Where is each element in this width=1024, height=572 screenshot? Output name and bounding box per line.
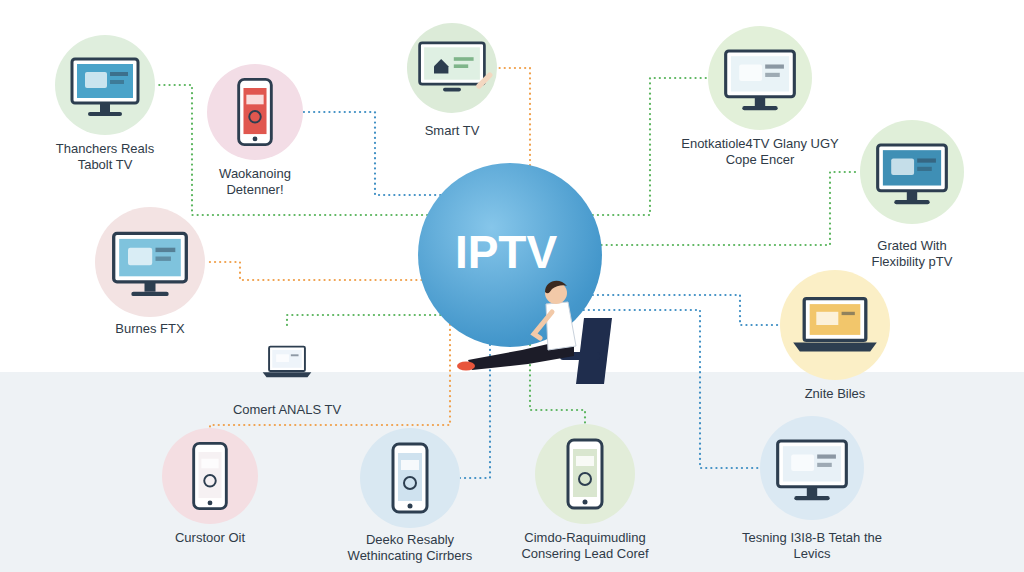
device-badge: [55, 35, 155, 135]
device-node: Waokanoing Detenner!: [205, 64, 305, 197]
device-node: Enotkatiole4TV Glany UGY Cope Encer: [670, 26, 850, 167]
device-icon: [708, 26, 812, 130]
floor-band: [0, 372, 1024, 572]
dotted-connector: [210, 325, 450, 428]
device-label: Smart TV: [402, 123, 502, 139]
device-node: Deeko Resably Wethincating Cirrbers: [335, 428, 485, 563]
device-badge: [360, 428, 460, 528]
device-icon: [535, 424, 635, 524]
dotted-connector: [287, 315, 440, 330]
hub-circle: IPTV: [418, 163, 602, 347]
device-label: Waokanoing Detenner!: [205, 166, 305, 197]
device-icon: [760, 416, 864, 520]
dotted-connector: [602, 172, 861, 245]
device-label: Cimdo-Raquimudling Consering Lead Coref: [510, 530, 660, 561]
device-label: Comert ANALS TV: [217, 402, 357, 418]
hub-title: IPTV: [455, 229, 557, 275]
device-badge: [860, 120, 964, 224]
device-badge: [162, 428, 258, 524]
device-icon: [95, 207, 205, 317]
device-label: Burnes FTX: [95, 321, 205, 337]
device-node: Znite Biles: [780, 270, 890, 402]
device-badge: [780, 270, 890, 380]
device-icon: [860, 120, 964, 224]
device-node: Curstoor Oit: [150, 428, 270, 546]
device-label: Tesning I3I8-B Tetah the Levics: [742, 530, 882, 561]
device-label: Znite Biles: [780, 386, 890, 402]
device-icon: [255, 330, 319, 394]
device-label: Grated With Flexibility pTV: [850, 238, 975, 269]
device-label: Enotkatiole4TV Glany UGY Cope Encer: [670, 136, 850, 167]
device-node: Cimdo-Raquimudling Consering Lead Coref: [510, 424, 660, 561]
device-icon: [207, 64, 303, 160]
device-icon: [162, 428, 258, 524]
device-node: Smart TV: [402, 23, 502, 139]
dotted-connector: [497, 68, 530, 165]
device-label: Curstoor Oit: [150, 530, 270, 546]
dotted-connector: [303, 112, 440, 195]
device-node: Grated With Flexibility pTV: [850, 120, 975, 269]
device-label: Thanchers Reals Tabolt TV: [45, 141, 165, 172]
device-icon: [780, 270, 890, 380]
device-badge: [95, 207, 205, 317]
device-icon: [55, 35, 155, 135]
device-icon: [407, 23, 497, 113]
device-badge: [760, 416, 864, 520]
device-node: Comert ANALS TV: [217, 330, 357, 418]
device-node: Thanchers Reals Tabolt TV: [45, 35, 165, 172]
dotted-connector: [205, 262, 422, 280]
device-badge: [255, 330, 319, 394]
device-node: Burnes FTX: [95, 207, 205, 337]
device-badge: [708, 26, 812, 130]
device-node: Tesning I3I8-B Tetah the Levics: [742, 416, 882, 561]
device-badge: [535, 424, 635, 524]
device-badge: [407, 23, 497, 113]
device-badge: [207, 64, 303, 160]
device-label: Deeko Resably Wethincating Cirrbers: [335, 532, 485, 563]
device-icon: [360, 428, 460, 528]
